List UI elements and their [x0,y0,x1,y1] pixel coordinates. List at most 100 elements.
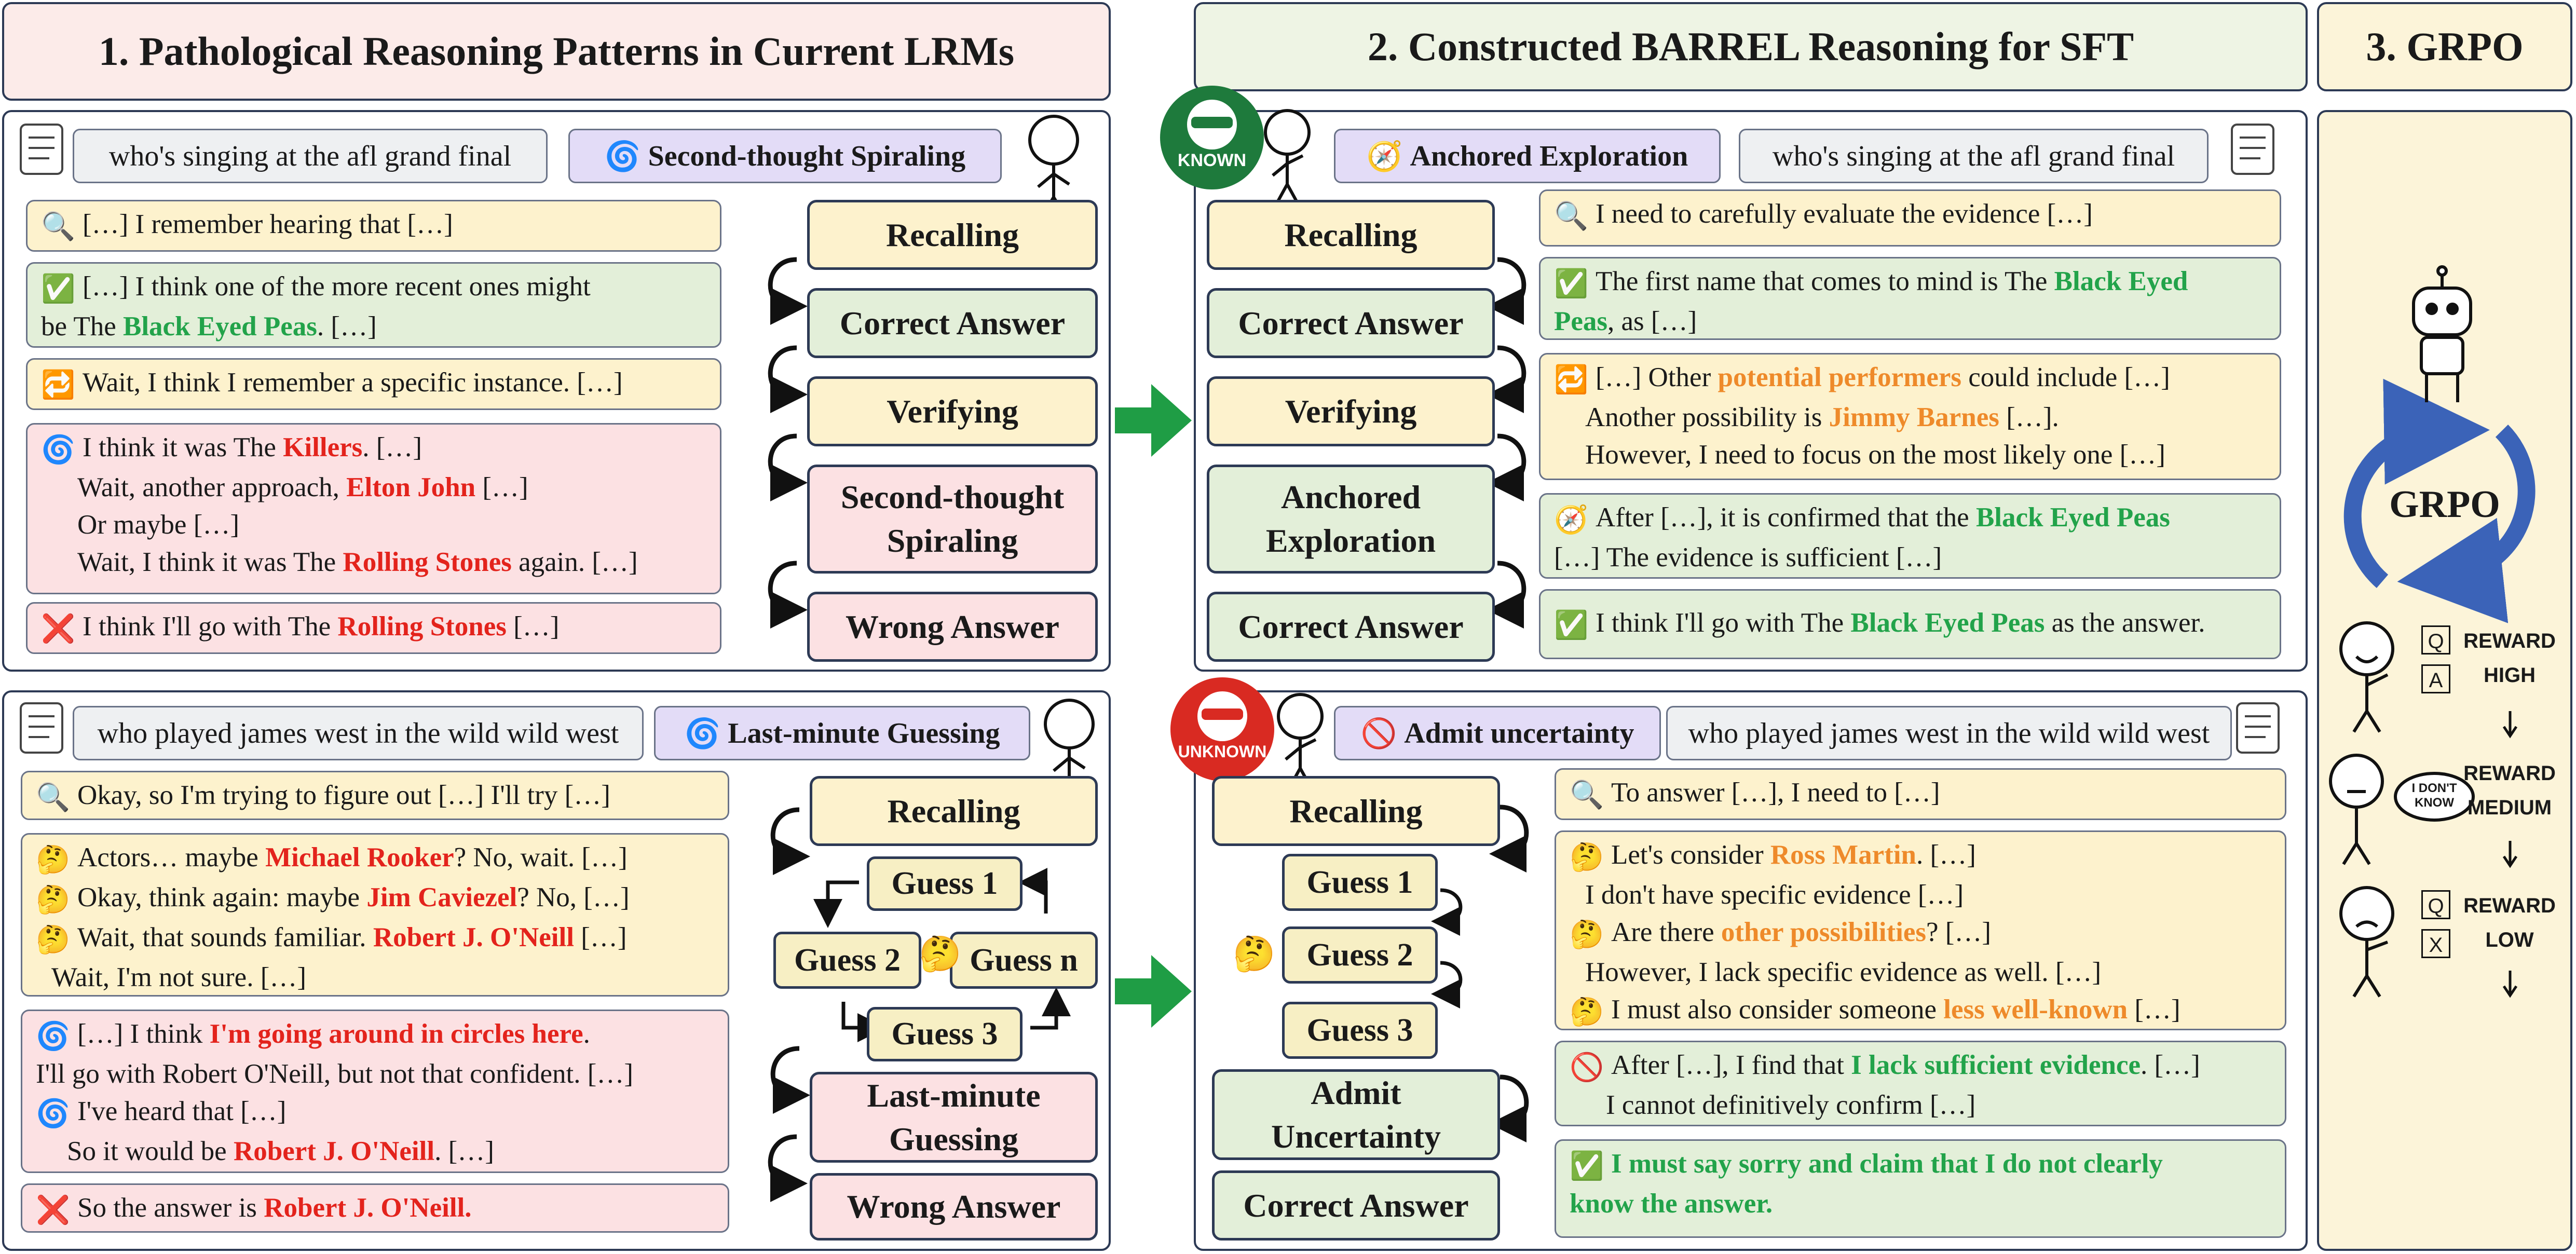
thinking-face-icon: 🤔 [36,924,70,955]
step-admit-a: Admit [1311,1074,1401,1111]
p2b-step-recalling: Recalling [1212,776,1500,846]
compass-icon: 🧭 [1366,140,1403,173]
p1b-c2-3-pre: Wait, I'm not sure. […] [51,962,307,992]
p1b-guess-2: Guess 2 [773,932,921,989]
p2b-c3b: I cannot definitively confirm […] [1606,1089,1976,1120]
search-icon: 🔍 [36,782,70,813]
no-entry-icon: 🚫 [1570,1052,1604,1083]
spiral-icon: 🌀 [36,1021,70,1052]
thinking-face-icon: 🤔 [1570,919,1604,950]
p1b-c4em: Robert J. O'Neill. [264,1193,472,1223]
header-2: 2. Constructed BARREL Reasoning for SFT [1194,2,2308,91]
step-admit-b: Uncertainty [1271,1117,1441,1155]
spiral-icon: 🌀 [604,140,641,173]
p2b-c2-4-pre: I must also consider someone [1611,994,1944,1025]
unknown-badge-label: UNKNOWN [1178,742,1267,761]
p2b-guess-2: Guess 2 [1282,926,1438,984]
thinking-face-icon: 🤔 [919,935,962,973]
p2b-c4b: know the answer. [1570,1188,1773,1219]
search-icon: 🔍 [1554,201,1588,231]
p2a-c2d: , as […] [1607,306,1697,336]
figure-sad [2339,886,2394,998]
p1a-c5em: Rolling Stones [337,611,507,642]
robot-icon [2412,265,2472,402]
p2a-step-correct: Correct Answer [1207,288,1495,358]
p1a-c4-3-pre: Wait, I think it was The [77,547,343,577]
p2a-c1: I need to carefully evaluate the evidenc… [1596,199,2093,229]
p2a-card-final: ✅I think I'll go with The Black Eyed Pea… [1539,589,2281,659]
p1b-c1: Okay, so I'm trying to figure out […] I'… [77,780,610,810]
p1a-c4-3-em: Rolling Stones [343,547,512,577]
p1b-c3a-em: I'm going around in circles here [209,1019,583,1049]
p2b-c2-4-post: […] [2128,994,2180,1025]
p1b-c2-1-post: ? No, […] [517,882,630,912]
p2a-c3a-post: could include […] [1961,362,2170,392]
reward-low-l2: LOW [2485,929,2534,951]
p1b-c2-2-em: Robert J. O'Neill [373,922,574,952]
p1b-c3c: I've heard that […] [77,1096,287,1126]
p1b-c3a-pre: […] I think [77,1019,210,1049]
question-2-p2: who played james west in the wild wild w… [1666,706,2232,760]
p1a-c5pre: I think I'll go with The [83,611,338,642]
p2b-card-final: ✅I must say sorry and claim that I do no… [1555,1139,2286,1238]
p1b-c2-2-post: […] [574,922,627,952]
no-entry-icon: 🚫 [1360,717,1397,750]
p1a-card-correct: ✅[…] I think one of the more recent ones… [26,262,721,348]
green-arrow-bottom [1115,955,1192,1028]
search-icon: 🔍 [41,211,75,242]
tag-last-minute-guessing: 🌀Last-minute Guessing [654,706,1030,760]
p1b-c4pre: So the answer is [77,1193,264,1223]
search-icon: 🔍 [1570,780,1604,810]
check-icon: ✅ [41,274,75,304]
qa-box-q1: Q [2421,625,2450,655]
p1a-card-wrong: ❌ I think I'll go with The Rolling Stones… [26,602,721,654]
p2a-c3b-pre: Another possibility is [1585,402,1829,432]
tag-label: Last-minute Guessing [728,717,1000,749]
p1b-c3d-em: Robert J. O'Neill [233,1136,435,1166]
p2a-c5em: Black Eyed Peas [1850,608,2045,638]
p2a-card-verify: 🔁[…] Other potential performers could in… [1539,353,2281,480]
p1b-card-guesses: 🤔Actors… maybe Michael Rooker? No, wait.… [21,833,729,997]
p1a-step-correct: Correct Answer [807,288,1098,358]
p1b-guess-3: Guess 3 [867,1007,1023,1061]
p2b-c3a-em: I lack sufficient evidence [1851,1050,2141,1080]
p1a-c4-1-post: […] [475,472,528,502]
p1a-step-recalling: Recalling [807,200,1098,270]
p1a-c4-0-em: Killers [283,432,363,462]
figure-known [1264,109,1311,206]
check-icon: ✅ [1554,268,1588,299]
p2a-card-recall: 🔍 I need to carefully evaluate the eviden… [1539,189,2281,247]
p2a-step-correct-final: Correct Answer [1207,592,1495,662]
p1b-guess-n: Guess n [950,932,1098,989]
p1a-c2c: Black Eyed Peas [122,311,317,342]
p1b-c2-0-em: Michael Rooker [265,842,454,873]
cross-icon: ❌ [41,614,75,644]
p2a-c2c: Peas [1554,306,1608,336]
figure-neutral [2329,754,2475,865]
p2b-c1: To answer […], I need to […] [1611,778,1940,808]
green-arrow-top [1115,384,1192,457]
p2a-c3a-pre: […] Other [1596,362,1718,392]
p1b-c3b: I'll go with Robert O'Neill, but not tha… [36,1058,634,1089]
scroll-icon-3 [2231,124,2274,175]
p2b-c3a-post: . […] [2141,1050,2200,1080]
thinking-face-icon: 🤔 [1233,935,1276,973]
tag-label: Second-thought Spiraling [648,140,966,172]
grpo-cycle-arrows [2343,378,2536,623]
qa-box-a: A [2421,664,2450,693]
tag-second-thought-spiraling: 🌀Second-thought Spiraling [568,129,1002,183]
p1b-card-wrong: ❌So the answer is Robert J. O'Neill. [21,1183,729,1233]
p1b-guess-1: Guess 1 [867,856,1023,911]
p2a-c3a-em: potential performers [1718,362,1961,392]
p2b-c2-3-pre: However, I lack specific evidence as wel… [1585,957,2102,987]
p2a-step-recalling: Recalling [1207,200,1495,270]
p2a-c3b-em: Jimmy Barnes [1829,402,1999,432]
p2a-c5post: as the answer. [2045,608,2205,638]
figure-unknown [1277,693,1324,790]
p1b-step-recalling: Recalling [810,776,1098,846]
p2a-c2a: The first name that comes to mind is The [1596,266,2054,296]
